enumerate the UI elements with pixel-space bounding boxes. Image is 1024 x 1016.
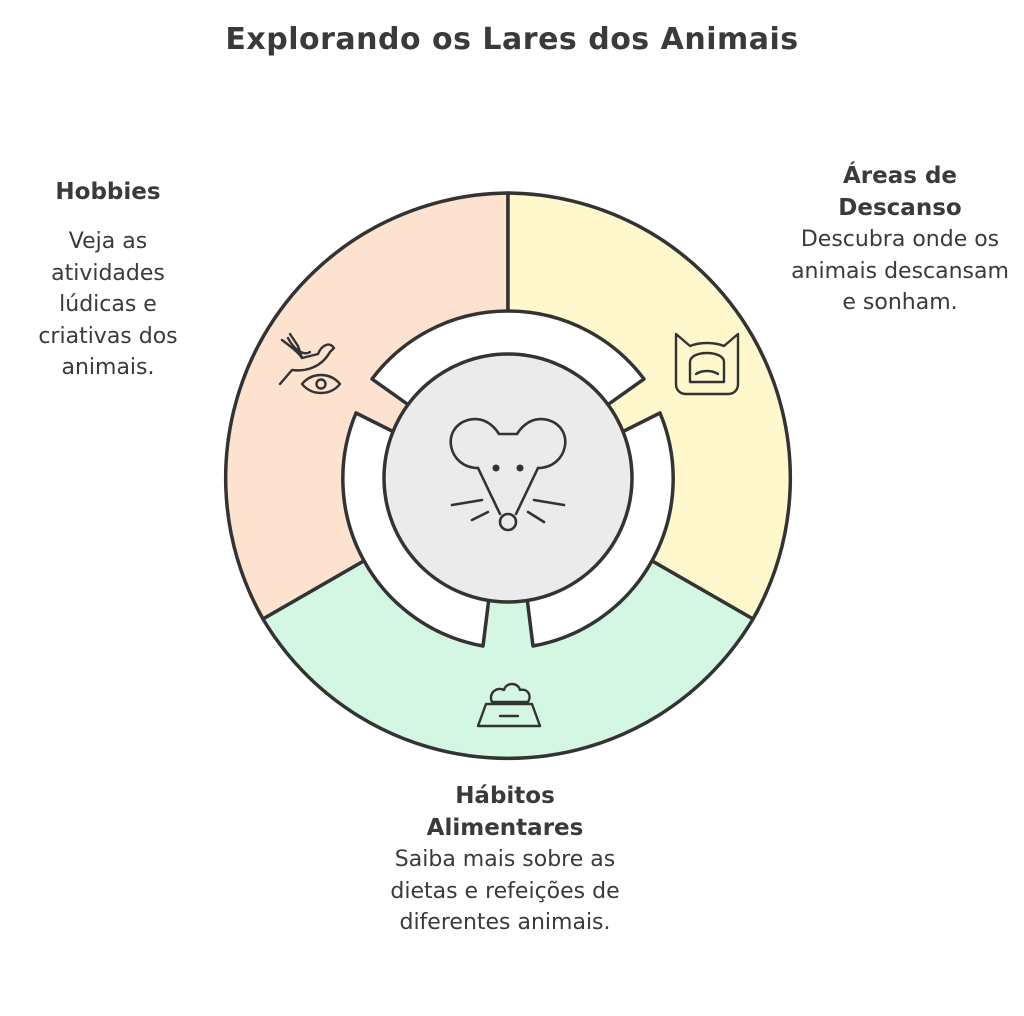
rest-areas-heading: Áreas de Descanso xyxy=(838,163,962,221)
food-habits-description: Saiba mais sobre as dietas e refeições d… xyxy=(390,847,620,935)
rest-areas-description: Descubra onde os animais descansam e son… xyxy=(791,227,1009,315)
dove-eye-icon xyxy=(278,332,342,395)
hobbies-description: Veja as atividades lúdicas e criativas d… xyxy=(38,229,178,380)
rest-areas-block: Áreas de Descanso Descubra onde os anima… xyxy=(790,160,1010,319)
center-circle xyxy=(382,352,634,604)
page-title: Explorando os Lares dos Animais xyxy=(225,22,799,57)
mouse-icon xyxy=(449,417,567,532)
food-habits-heading: Hábitos Alimentares xyxy=(426,783,584,841)
segment-food[interactable] xyxy=(261,476,755,761)
hobbies-heading: Hobbies xyxy=(55,179,161,205)
pet-bed-icon xyxy=(674,332,740,396)
food-habits-block: Hábitos Alimentares Saiba mais sobre as … xyxy=(380,780,630,939)
food-bowl-icon xyxy=(476,682,542,728)
hobbies-block: Hobbies Veja as atividades lúdicas e cri… xyxy=(10,176,206,384)
